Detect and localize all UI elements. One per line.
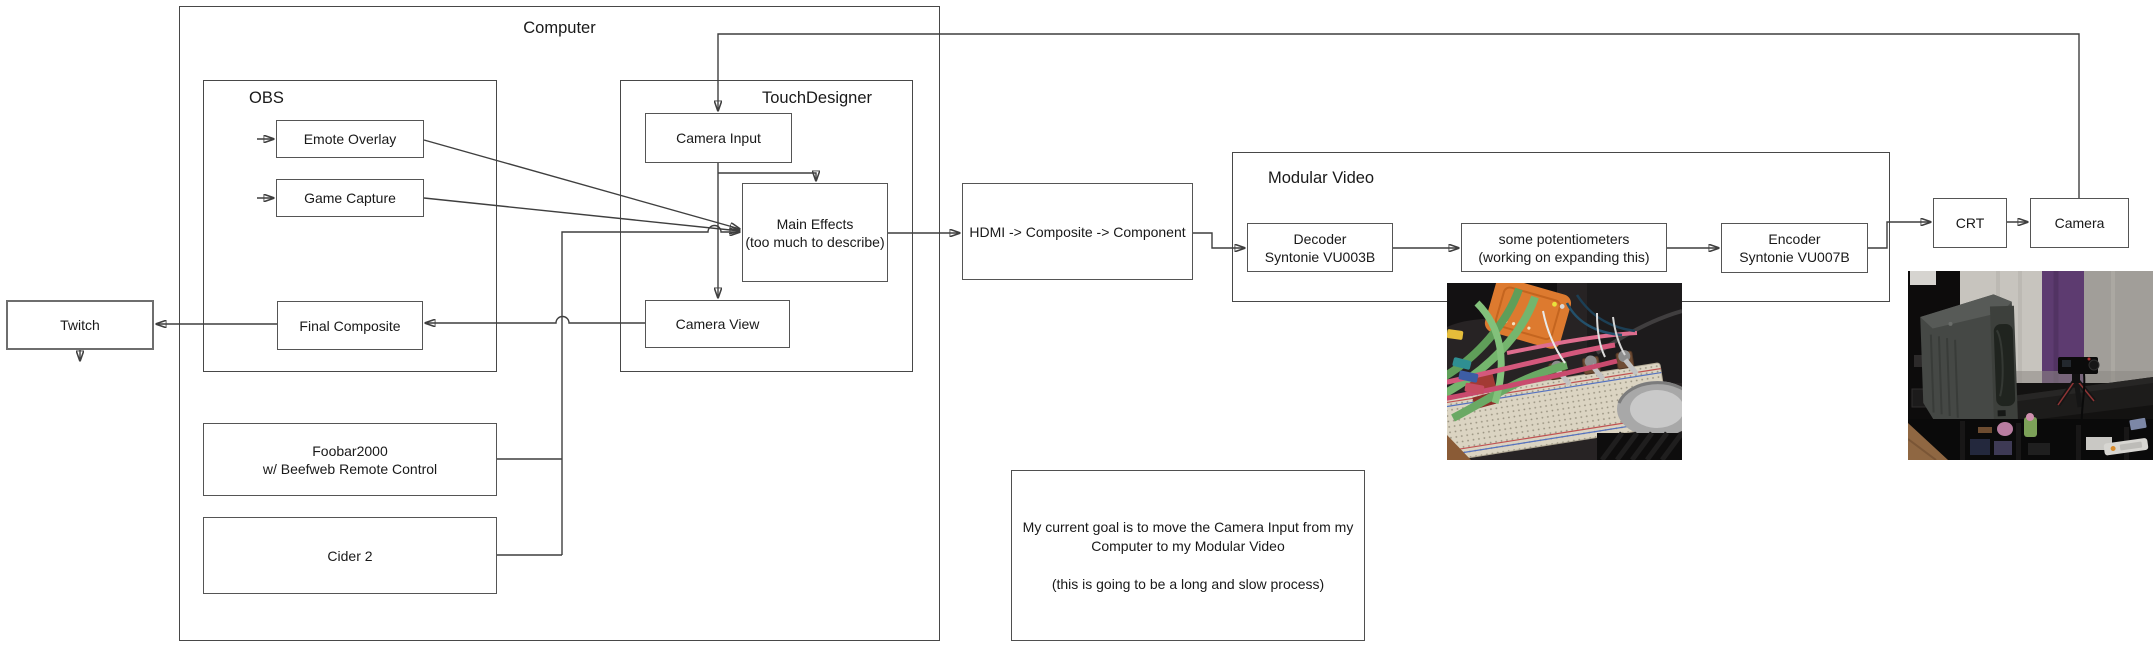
node-camera-label: Camera (2054, 215, 2105, 231)
node-potentiometers: some potentiometers (working on expandin… (1461, 223, 1667, 272)
node-encoder-line2: Syntonie VU007B (1739, 249, 1850, 265)
breadboard-illustration (1447, 283, 1682, 460)
photo-crt-setup (1908, 271, 2153, 460)
node-encoder: Encoder Syntonie VU007B (1721, 223, 1868, 273)
node-hdmi-chain: HDMI -> Composite -> Component (962, 183, 1193, 280)
node-camera-view-label: Camera View (675, 316, 760, 332)
node-foobar2000: Foobar2000 w/ Beefweb Remote Control (203, 423, 497, 496)
node-encoder-line1: Encoder (1768, 231, 1821, 247)
node-emote-overlay-label: Emote Overlay (303, 131, 397, 147)
node-main-effects: Main Effects (too much to describe) (742, 183, 888, 282)
node-crt-label: CRT (1955, 215, 1985, 231)
note-line1: My current goal is to move the Camera In… (1022, 518, 1354, 554)
group-computer-label: Computer (523, 19, 596, 37)
node-cider2: Cider 2 (203, 517, 497, 594)
node-twitch: Twitch (6, 300, 154, 350)
node-cider2-label: Cider 2 (327, 547, 373, 564)
note-line2: (this is going to be a long and slow pro… (1051, 575, 1325, 592)
edge-emote-overlay-to-main-effects (423, 139, 740, 229)
node-main-effects-line2: (too much to describe) (745, 233, 885, 250)
node-game-capture-label: Game Capture (304, 190, 396, 206)
node-final-composite-label: Final Composite (299, 317, 401, 334)
node-main-effects-line1: Main Effects (776, 215, 854, 232)
edge-hdmi-to-decoder (1193, 232, 1245, 248)
node-decoder-line2: Syntonie VU003B (1264, 248, 1376, 265)
node-decoder-line1: Decoder (1293, 230, 1347, 247)
edge-music-to-main-effects (561, 224, 740, 555)
group-modular-video-label: Modular Video (1268, 169, 1375, 187)
node-camera-view: Camera View (645, 300, 790, 348)
node-twitch-label: Twitch (60, 317, 100, 333)
edge-camera-view-to-final-composite (425, 315, 645, 323)
edge-game-capture-to-main-effects (423, 197, 740, 231)
node-camera: Camera (2030, 198, 2129, 248)
node-final-composite: Final Composite (277, 301, 423, 350)
group-obs-label: OBS (249, 89, 284, 107)
node-game-capture: Game Capture (276, 179, 424, 217)
node-camera-input: Camera Input (645, 113, 792, 163)
note-box: My current goal is to move the Camera In… (1011, 470, 1365, 641)
node-crt: CRT (1933, 198, 2007, 248)
group-touchdesigner: TouchDesigner (620, 80, 913, 372)
photo-breadboard (1447, 283, 1682, 460)
node-hdmi-chain-label: HDMI -> Composite -> Component (969, 223, 1186, 240)
edge-encoder-to-crt (1868, 222, 1931, 249)
edge-camera-input-to-main-effects (718, 173, 816, 181)
group-touchdesigner-label: TouchDesigner (761, 89, 873, 107)
node-decoder: Decoder Syntonie VU003B (1247, 223, 1393, 272)
node-foobar2000-line1: Foobar2000 (312, 442, 388, 459)
node-foobar2000-line2: w/ Beefweb Remote Control (262, 460, 438, 477)
crt-setup-illustration (1908, 271, 2153, 460)
node-emote-overlay: Emote Overlay (276, 120, 424, 158)
group-obs: OBS (203, 80, 497, 372)
node-potentiometers-line1: some potentiometers (1498, 230, 1630, 247)
node-camera-input-label: Camera Input (676, 130, 761, 146)
node-potentiometers-line2: (working on expanding this) (1478, 248, 1650, 265)
edge-camera-to-camera-input (718, 33, 2080, 198)
